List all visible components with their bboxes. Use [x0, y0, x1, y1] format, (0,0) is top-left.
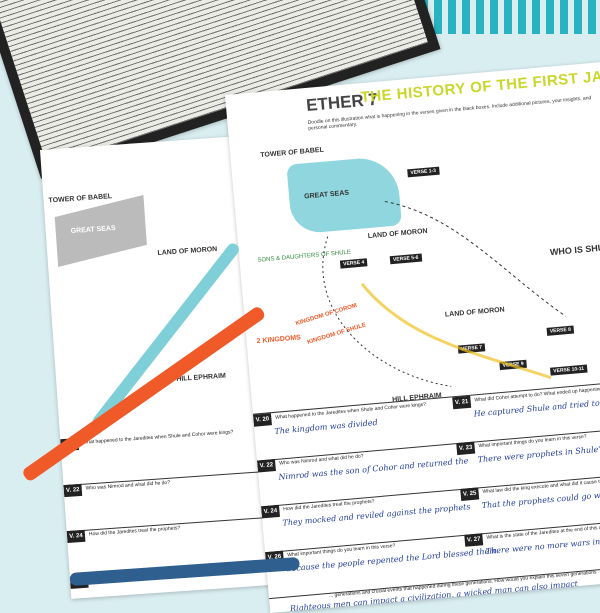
- tower-label: TOWER OF BABEL: [48, 193, 113, 205]
- handwritten-answer: The kingdom was divided: [274, 417, 379, 436]
- map-path-doodles: [322, 200, 566, 387]
- front-worksheet: ETHER 7 THE HISTORY OF THE FIRST JAREDIT…: [225, 60, 600, 613]
- land-moron-label: LAND OF MORON: [157, 245, 218, 258]
